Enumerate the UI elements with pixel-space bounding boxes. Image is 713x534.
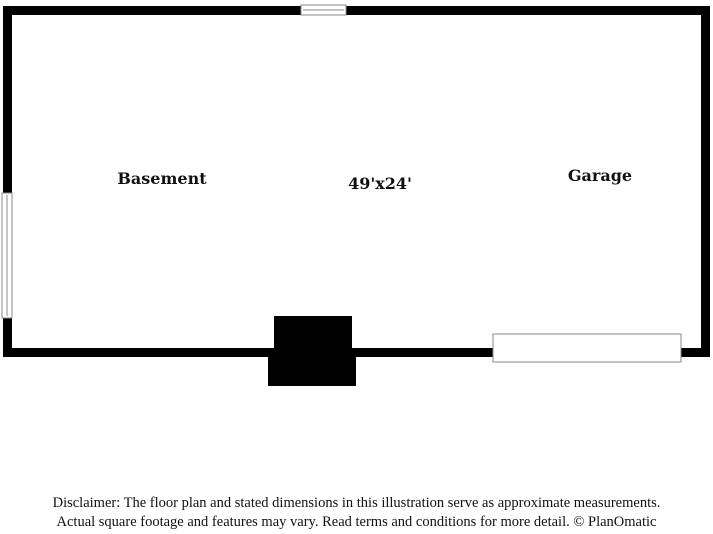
chimney-block [274,316,352,352]
window-top [300,4,347,16]
room-label-basement: Basement [117,169,207,188]
disclaimer-line-2: Actual square footage and features may v… [56,514,657,530]
disclaimer: Disclaimer: The floor plan and stated di… [0,494,713,532]
wall-left [3,6,12,357]
wall-right [701,6,710,357]
disclaimer-line-1: Disclaimer: The floor plan and stated di… [52,495,661,511]
chimney-base [268,352,356,386]
wall-top [3,6,710,15]
room-label-garage: Garage [568,166,632,185]
window-left [1,192,13,319]
garage-door [492,333,682,363]
dimension-label: 49'x24' [348,174,412,193]
wall-bottom [3,348,710,357]
